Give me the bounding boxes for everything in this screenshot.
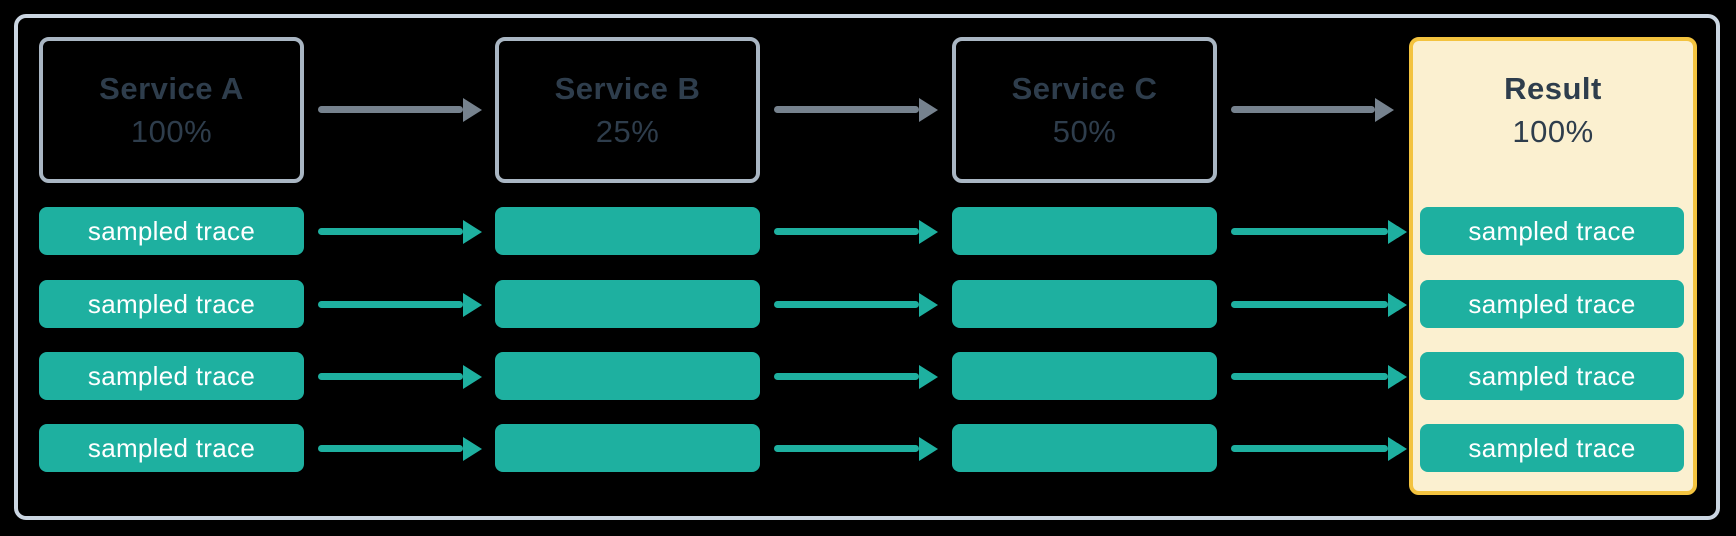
trace-arrow [1231,228,1388,235]
trace-arrow [774,373,919,380]
trace-bar [952,280,1217,328]
trace-arrow [318,301,463,308]
trace-bar [495,352,760,400]
result-sampling-rate: 100% [1512,113,1594,149]
service-a-name: Service A [99,70,244,106]
diagram-frame [14,14,1720,520]
service-b-sampling-rate: 25% [595,113,660,149]
sampled-trace-pill: sampled trace [39,207,304,255]
sampled-trace-pill: sampled trace [39,352,304,400]
trace-arrow [1231,373,1388,380]
trace-arrow [1231,301,1388,308]
sampled-trace-pill: sampled trace [39,280,304,328]
trace-arrow [1231,445,1388,452]
service-b-name: Service B [554,70,701,106]
trace-bar [952,352,1217,400]
trace-arrow [774,228,919,235]
sampled-trace-pill: sampled trace [1420,207,1684,255]
trace-bar [495,424,760,472]
service-c-box: Service C 50% [952,37,1217,183]
sampled-trace-pill: sampled trace [1420,424,1684,472]
trace-arrow [318,228,463,235]
flow-arrow-c-to-result [1231,106,1375,113]
result-header: Result 100% [1409,37,1697,183]
result-title: Result [1504,70,1602,106]
trace-bar [952,207,1217,255]
service-b-box: Service B 25% [495,37,760,183]
trace-arrow [318,445,463,452]
sampled-trace-pill: sampled trace [1420,352,1684,400]
trace-bar [495,207,760,255]
flow-arrow-a-to-b [318,106,463,113]
service-a-sampling-rate: 100% [130,113,213,149]
sampled-trace-pill: sampled trace [39,424,304,472]
trace-bar [952,424,1217,472]
trace-arrow [774,301,919,308]
service-c-name: Service C [1011,70,1158,106]
flow-arrow-b-to-c [774,106,919,113]
trace-arrow [318,373,463,380]
result-column-box [1409,37,1697,495]
sampled-trace-pill: sampled trace [1420,280,1684,328]
service-a-box: Service A 100% [39,37,304,183]
service-c-sampling-rate: 50% [1052,113,1117,149]
trace-bar [495,280,760,328]
trace-arrow [774,445,919,452]
